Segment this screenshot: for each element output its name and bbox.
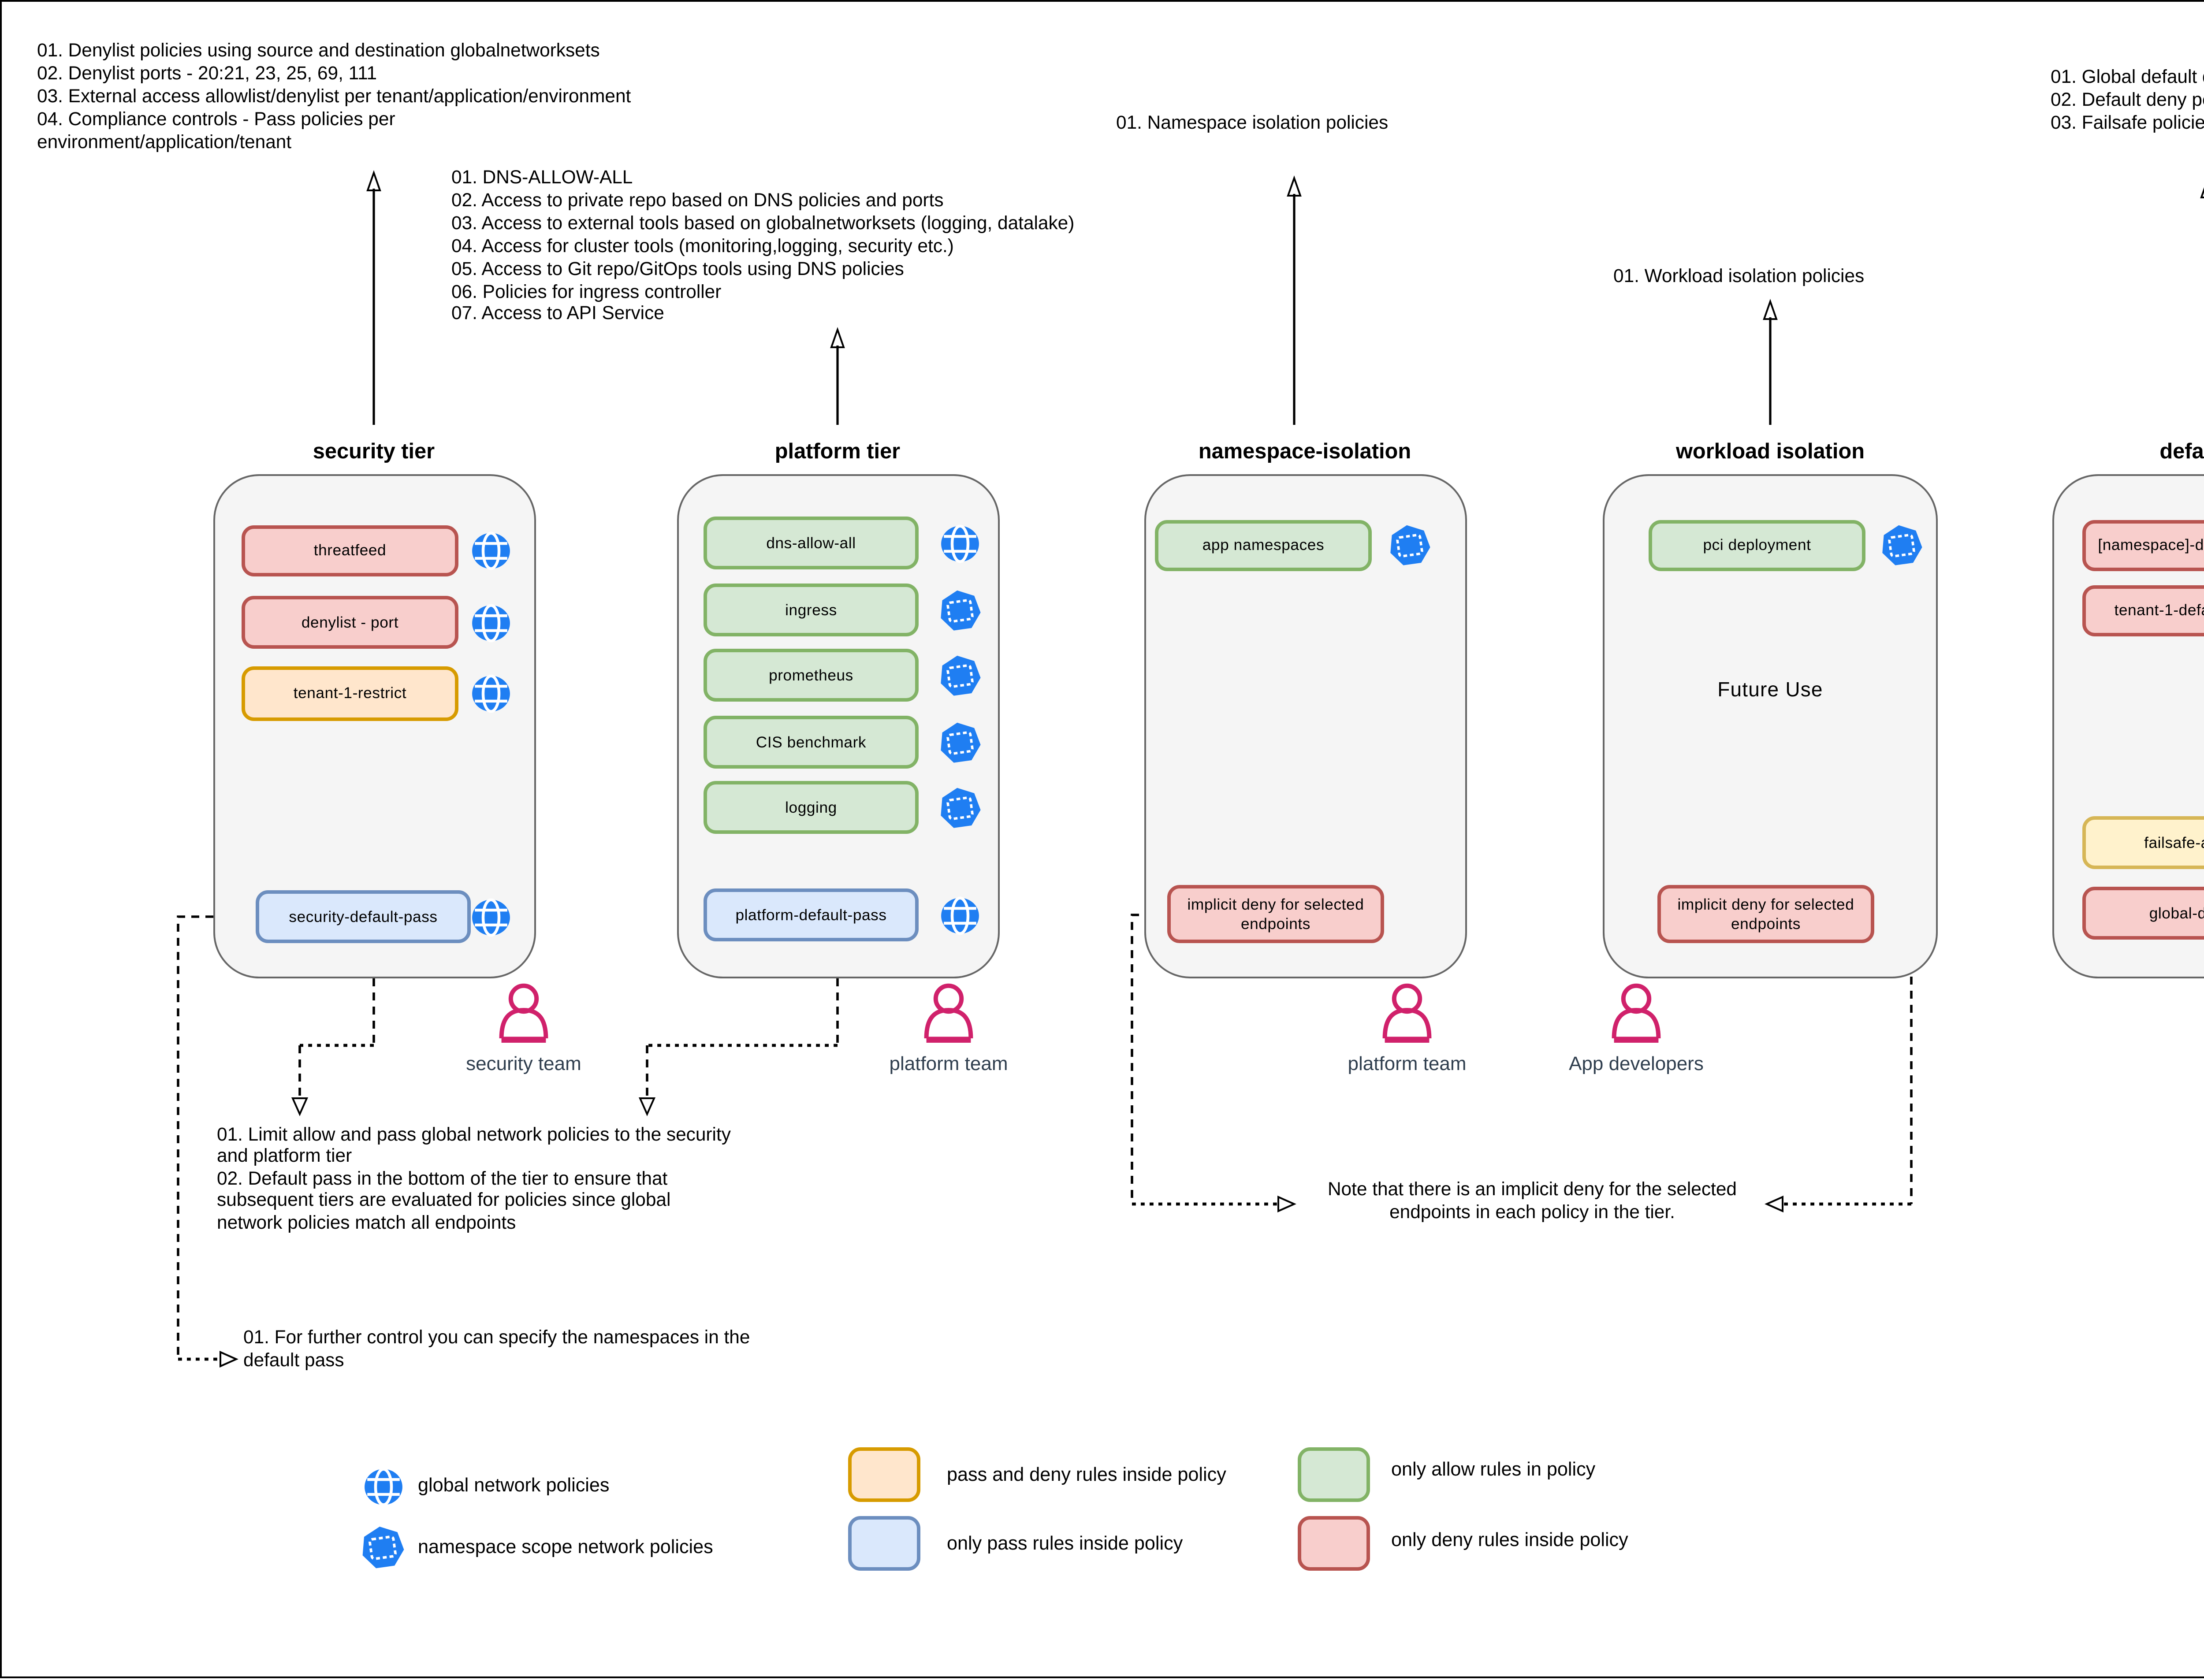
- implicit-deny-note: Note that there is an implicit deny for …: [1327, 1179, 1737, 1223]
- policy-tenant-1-restrict: tenant-1-restrict: [242, 666, 458, 721]
- arrow-up-default-tier: [2200, 187, 2204, 198]
- tier-title-default: default tier: [2159, 439, 2204, 464]
- person-icon: [494, 984, 554, 1047]
- legend-swatch-allow: [1298, 1447, 1370, 1502]
- tier-title-workload-isolation: workload isolation: [1676, 439, 1865, 464]
- policy-prometheus: prometheus: [704, 649, 919, 702]
- policy-logging: logging: [704, 781, 919, 834]
- platform-tier-notes: 01. DNS-ALLOW-ALL 02. Access to private …: [451, 167, 1075, 325]
- namespace-policy-icon: [937, 720, 981, 764]
- namespace-policy-icon: [937, 653, 981, 697]
- policy-denylist-port: denylist - port: [242, 596, 458, 649]
- namespace-policy-icon: [937, 588, 981, 632]
- legend-swatch-deny: [1298, 1516, 1370, 1571]
- arrow-up-platform-tier: [830, 327, 845, 425]
- arrow-up-security-tier: [366, 170, 381, 425]
- arrow-up-workload-isolation-tier: [1763, 298, 1778, 425]
- global-policy-icon: [939, 895, 979, 935]
- person-icon: [1377, 984, 1437, 1047]
- global-policy-icon: [470, 602, 510, 643]
- limit-note: 01. Limit allow and pass global network …: [217, 1125, 731, 1234]
- namespace-isolation-note: 01. Namespace isolation policies: [1116, 113, 1389, 134]
- legend-swatch-pass: [848, 1516, 920, 1571]
- policy-platform-default-pass: platform-default-pass: [704, 888, 919, 941]
- policy-cis-benchmark: CIS benchmark: [704, 716, 919, 769]
- policy-implicit-deny-namespace-isolation: implicit deny for selected endpoints: [1167, 885, 1384, 943]
- namespace-policy-icon: [937, 785, 981, 829]
- policy-tenant-1-default-deny: tenant-1-default-deny: [2082, 585, 2204, 636]
- policy-namespace-default-deny: [namespace]-default-deny: [2082, 520, 2204, 571]
- arrow-up-namespace-isolation-tier: [1287, 175, 1302, 425]
- team-label-platform: platform team: [889, 1054, 1008, 1075]
- namespace-policy-icon: [360, 1525, 406, 1571]
- legend-label-pass: only pass rules inside policy: [947, 1534, 1183, 1555]
- global-policy-icon: [939, 523, 979, 563]
- legend-label-deny: only deny rules inside policy: [1391, 1530, 1628, 1551]
- global-policy-icon: [470, 673, 510, 714]
- policy-implicit-deny-workload-isolation: implicit deny for selected endpoints: [1657, 885, 1874, 943]
- policy-threatfeed: threatfeed: [242, 525, 458, 576]
- team-label-platform-2: platform team: [1348, 1054, 1467, 1075]
- legend-label-namespace: namespace scope network policies: [418, 1537, 713, 1558]
- global-policy-icon: [470, 896, 510, 937]
- tier-title-platform: platform tier: [774, 439, 901, 464]
- global-policy-icon: [362, 1466, 403, 1506]
- tier-title-security: security tier: [313, 439, 435, 464]
- connector-security-tier-to-limit-note: [291, 978, 375, 1116]
- legend-swatch-pass-deny: [848, 1447, 920, 1502]
- further-control-note: 01. For further control you can specify …: [243, 1327, 750, 1372]
- default-tier-notes: 01. Global default deny 02. Default deny…: [2051, 67, 2204, 134]
- policy-ingress: ingress: [704, 584, 919, 636]
- namespace-policy-icon: [1387, 524, 1431, 568]
- policy-dns-allow-all: dns-allow-all: [704, 517, 919, 569]
- legend-label-global: global network policies: [418, 1476, 610, 1497]
- future-use-label: Future Use: [1717, 680, 1823, 702]
- policy-pci-deployment: pci deployment: [1649, 520, 1865, 571]
- connector-platform-tier-to-limit-note: [638, 978, 839, 1116]
- person-icon: [1606, 984, 1666, 1047]
- legend-label-allow: only allow rules in policy: [1391, 1460, 1596, 1481]
- policy-global-deny: global-deny: [2082, 887, 2204, 940]
- team-label-security: security team: [466, 1054, 581, 1075]
- policy-app-namespaces: app namespaces: [1155, 520, 1372, 571]
- person-icon: [919, 984, 979, 1047]
- policy-failsafe-allow: failsafe-allow: [2082, 816, 2204, 869]
- security-tier-notes: 01. Denylist policies using source and d…: [37, 41, 631, 153]
- tier-title-namespace-isolation: namespace-isolation: [1198, 439, 1411, 464]
- workload-isolation-note: 01. Workload isolation policies: [1613, 266, 1865, 287]
- legend-label-pass-deny: pass and deny rules inside policy: [947, 1465, 1226, 1486]
- team-label-app-developers: App developers: [1569, 1054, 1704, 1075]
- policy-security-default-pass: security-default-pass: [256, 890, 471, 943]
- global-policy-icon: [470, 531, 510, 571]
- namespace-policy-icon: [1879, 524, 1923, 568]
